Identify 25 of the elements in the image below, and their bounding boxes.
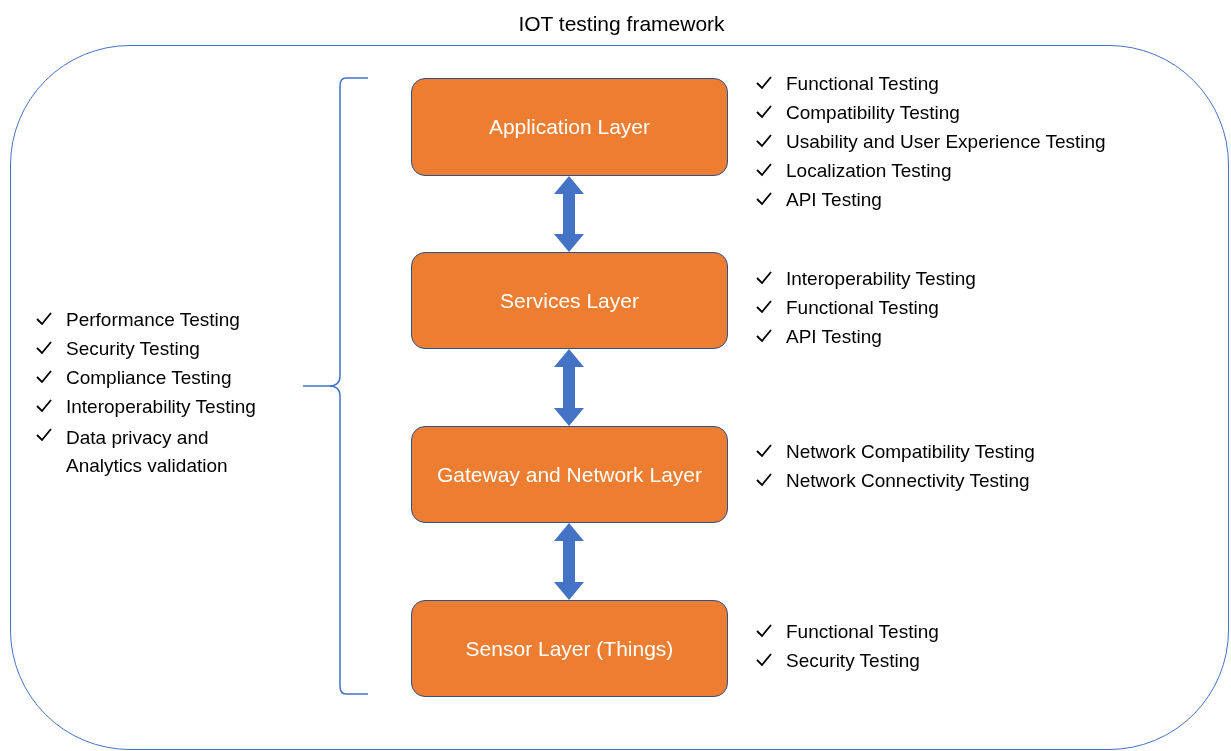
test-item: Compatibility Testing <box>786 101 960 125</box>
test-item: Functional Testing <box>786 72 939 96</box>
test-item: Interoperability Testing <box>786 267 976 291</box>
double-arrow <box>554 523 584 600</box>
frame-label: IOT testing framework <box>518 12 725 36</box>
test-item: API Testing <box>786 188 882 212</box>
test-item: Network Compatibility Testing <box>786 440 1035 464</box>
test-item: Functional Testing <box>786 296 939 320</box>
double-arrow <box>554 349 584 426</box>
double-arrow <box>554 176 584 252</box>
test-item: Security Testing <box>786 649 920 673</box>
test-item: Network Connectivity Testing <box>786 469 1030 493</box>
test-item: Functional Testing <box>786 620 939 644</box>
test-item: Compliance Testing <box>66 366 232 390</box>
test-item: Security Testing <box>66 337 200 361</box>
test-item: Performance Testing <box>66 308 240 332</box>
layer-box: Application Layer <box>411 78 728 176</box>
test-item: Interoperability Testing <box>66 395 256 419</box>
test-item: Data privacy and Analytics validation <box>66 426 229 478</box>
layer-box: Services Layer <box>411 252 728 349</box>
test-item: API Testing <box>786 325 882 349</box>
layer-box: Gateway and Network Layer <box>411 426 728 523</box>
test-item: Usability and User Experience Testing <box>786 130 1106 154</box>
test-item: Localization Testing <box>786 159 952 183</box>
layer-box: Sensor Layer (Things) <box>411 600 728 697</box>
